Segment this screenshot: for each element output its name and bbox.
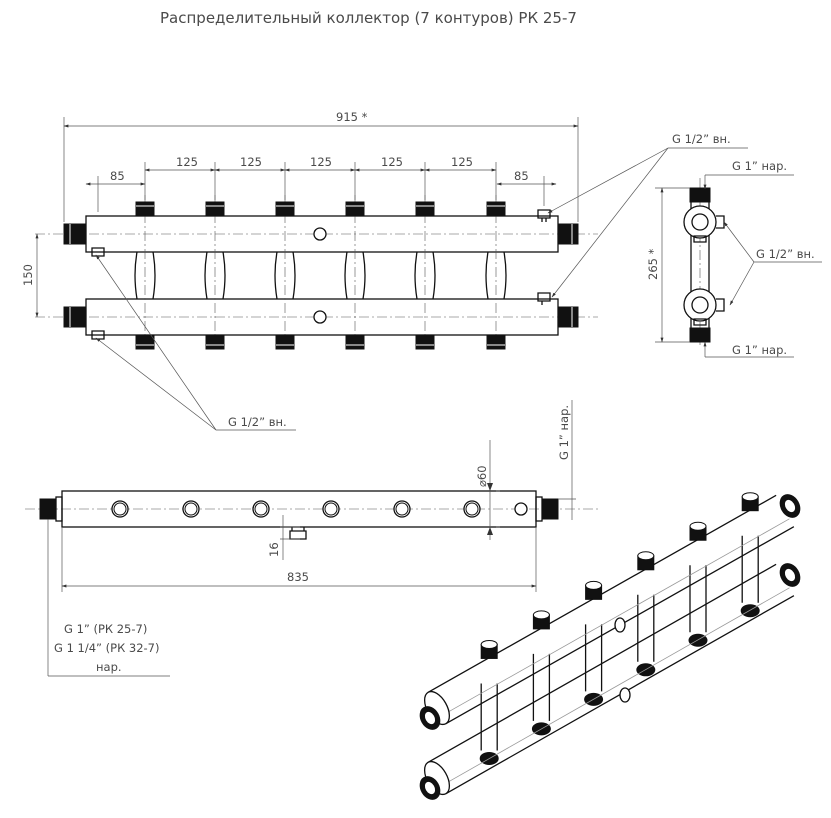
dim-pitch-3: 125 (310, 155, 332, 169)
dim-body-length: 835 (287, 570, 309, 584)
dim-end-offset-right: 85 (514, 169, 529, 183)
front-view: 915 * 85 85 125 125 125 125 125 150 G 1/… (21, 110, 748, 431)
dim-total-length: 915 * (336, 110, 368, 124)
dim-vent-offset: 16 (267, 542, 281, 557)
side-bottom-pipe-bore (691, 296, 709, 314)
top-outlet-thread (205, 201, 225, 217)
bottom-right-thread (557, 306, 579, 328)
iso-vent-port (614, 617, 626, 633)
top-view-bottom-port (289, 527, 307, 540)
side-top-vent (716, 215, 725, 229)
top-view-right-nut (535, 496, 543, 522)
iso-connecting-tube (689, 565, 707, 633)
bottom-left-vent (91, 330, 105, 340)
side-bottom-vent (716, 298, 725, 312)
top-center-port (313, 227, 327, 241)
bottom-outlet-thread (345, 334, 365, 350)
top-view: 835 ⌀60 16 G 1” нар. G 1” (РК 25-7) G 1 … (25, 400, 598, 677)
side-top-pipe-bore (691, 213, 709, 231)
iso-connecting-tube (741, 535, 759, 603)
side-bottom-thread (689, 327, 711, 343)
connecting-tubes (134, 195, 507, 350)
dim-pitch-4: 125 (381, 155, 403, 169)
connecting-tube (274, 251, 296, 300)
label-outlet-line1: G 1” (РК 25-7) (64, 622, 147, 636)
connecting-tube (134, 251, 156, 300)
dim-pitch-2: 125 (240, 155, 262, 169)
bottom-outlet-thread (205, 334, 225, 350)
top-view-right-thread (541, 498, 559, 520)
iso-connecting-tube (532, 653, 551, 721)
dim-pitch-1: 125 (176, 155, 198, 169)
connecting-tube (414, 251, 436, 300)
connecting-tube (344, 251, 366, 300)
label-g-half-top: G 1/2” вн. (672, 132, 731, 146)
side-top-thread (689, 187, 711, 203)
iso-connecting-tube (584, 624, 603, 692)
dim-diameter: ⌀60 (475, 465, 489, 487)
dim-end-offset-left: 85 (110, 169, 125, 183)
bottom-left-thread (63, 306, 87, 328)
top-view-left-thread (39, 498, 57, 520)
label-outlet-line2: G 1 1/4” (РК 32-7) (54, 641, 160, 655)
isometric-view (419, 492, 801, 800)
label-g1-vertical: G 1” нар. (557, 405, 571, 460)
label-outlet-line3: нар. (96, 660, 122, 674)
bottom-outlet-thread (275, 334, 295, 350)
top-outlet-thread (345, 201, 365, 217)
bottom-outlet-thread (415, 334, 435, 350)
dim-side-height: 265 * (646, 248, 660, 280)
iso-connecting-tube (480, 683, 498, 751)
drawing-title: Распределительный коллектор (7 контуров)… (160, 9, 577, 27)
label-g-half-front: G 1/2” вн. (228, 415, 287, 429)
label-g-half-side: G 1/2” вн. (756, 247, 815, 261)
iso-vent-port (619, 687, 631, 703)
iso-connecting-tube (637, 594, 655, 662)
top-outlet-thread (486, 201, 506, 217)
bottom-outlet-thread (486, 334, 506, 350)
top-right-vent (537, 209, 551, 222)
top-view-outlets (111, 500, 481, 518)
dim-height-between-axes: 150 (21, 264, 35, 286)
outlets (135, 201, 506, 350)
top-view-left-nut (55, 496, 63, 522)
top-right-thread (557, 223, 579, 245)
top-view-vent-port (514, 502, 528, 516)
top-outlet-thread (275, 201, 295, 217)
bottom-outlet-thread (135, 334, 155, 350)
top-outlet-thread (415, 201, 435, 217)
label-g1-top: G 1” нар. (732, 159, 787, 173)
connecting-tube (485, 251, 507, 300)
top-outlet-thread (135, 201, 155, 217)
connecting-tube (204, 251, 226, 300)
label-g1-bottom: G 1” нар. (732, 343, 787, 357)
top-left-vent (91, 247, 105, 257)
bottom-center-port (313, 310, 327, 324)
top-left-thread (63, 223, 87, 245)
side-bottom-port (693, 318, 707, 326)
side-top-port (693, 235, 707, 243)
bottom-right-vent (537, 292, 551, 305)
side-view: 265 * G 1” нар. G 1” нар. G 1/2” вн. (646, 159, 822, 358)
dim-pitch-5: 125 (451, 155, 473, 169)
